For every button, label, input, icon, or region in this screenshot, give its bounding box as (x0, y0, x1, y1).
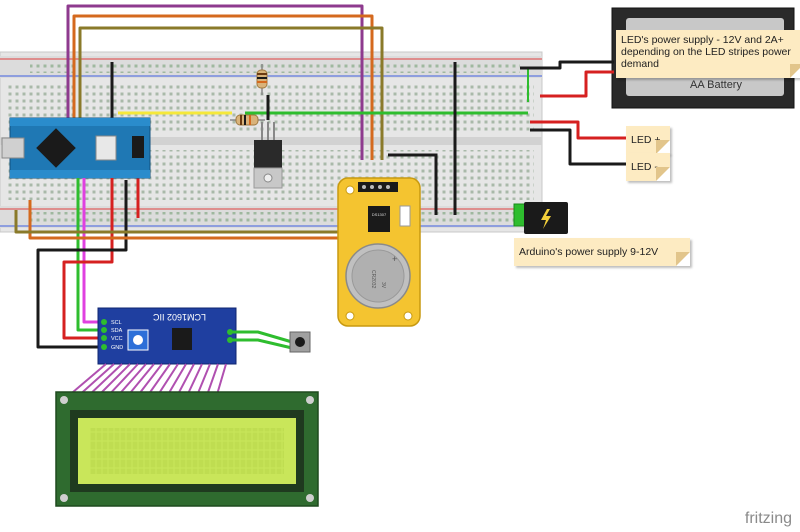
resistor-middle (230, 114, 265, 126)
i2c-backpack: SCL SDA VCC GND LCM1602 IIC (97, 307, 237, 365)
pin-label-sda: SDA (111, 328, 123, 334)
push-button (232, 330, 311, 353)
rtc-plus-mark: + (392, 254, 397, 264)
dc-power-jack (513, 202, 568, 234)
led-leads (530, 120, 626, 166)
rtc-ic (368, 206, 390, 232)
rtc-module: DS1307 CR2032 3V + (337, 177, 421, 327)
top-wires (66, 4, 384, 160)
note-led-power-supply: LED's power supply - 12V and 2A+ dependi… (616, 30, 800, 78)
transistor (253, 122, 283, 189)
fritzing-logo: fritzing (744, 510, 792, 527)
bolt-icon (541, 209, 551, 229)
note-arduino-power-supply: Arduino's power supply 9-12V (514, 238, 690, 266)
battery-leads (520, 60, 614, 98)
pin-label-vcc: VCC (111, 336, 123, 342)
rtc-battery-voltage-label: 3V (380, 282, 386, 289)
lcd-module-label: LCM1602 IIC (152, 312, 206, 322)
pin-label-gnd: GND (111, 345, 123, 351)
rtc-ic-label: DS1307 (372, 212, 387, 217)
rtc-wires (14, 200, 340, 240)
lcd-display (55, 391, 319, 507)
battery-label: AA Battery (690, 79, 742, 91)
arduino-nano (1, 117, 151, 179)
resistor-top (256, 64, 268, 95)
note-led-plus: LED + (626, 126, 670, 154)
breadboard-jumpers (110, 62, 529, 218)
pin-label-scl: SCL (111, 320, 122, 326)
rtc-battery-chip-label: CR2032 (370, 270, 376, 289)
note-led-minus: LED - (626, 153, 670, 181)
